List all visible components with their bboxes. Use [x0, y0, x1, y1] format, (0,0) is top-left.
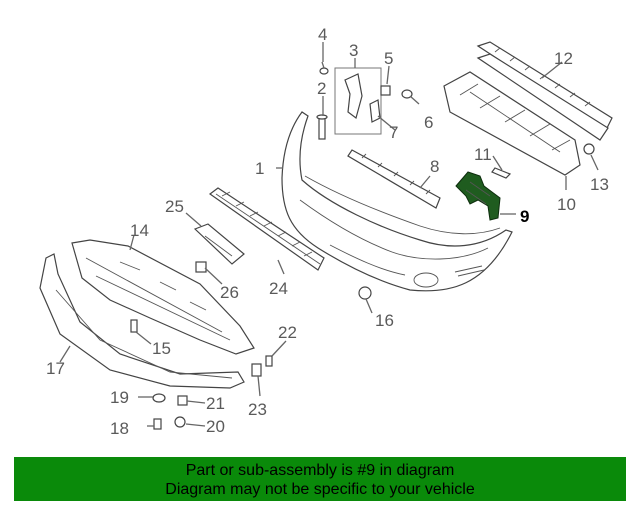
callout-7: 7: [389, 123, 398, 142]
part-25-license-bracket: [193, 223, 245, 265]
callout-13: 13: [590, 175, 609, 194]
part-23-nut: [251, 363, 262, 377]
part-22-screw: [265, 355, 273, 367]
part-14-air-deflector: [71, 239, 255, 355]
part-9-bracket-highlighted: [455, 171, 501, 221]
part-20-bolt: [174, 416, 186, 428]
banner-line-2: Diagram may not be specific to your vehi…: [165, 481, 475, 498]
exploded-parts-diagram: 1 2 3 4 5 6 7 8 9 10 11 12 13 14 15 16 1…: [39, 25, 613, 438]
callout-5: 5: [384, 49, 393, 68]
callout-10: 10: [557, 195, 576, 214]
callout-4: 4: [318, 25, 327, 44]
callout-9-highlighted: 9: [520, 207, 529, 226]
callout-21: 21: [206, 394, 225, 413]
part-13-nut: [583, 143, 595, 155]
leader-lines: [59, 42, 599, 427]
part-21-clip: [177, 395, 188, 406]
part-16-fog-cap: [358, 286, 372, 300]
part-8-bracket: [347, 149, 441, 209]
callout-15: 15: [152, 339, 171, 358]
part-19-clip: [152, 393, 166, 403]
callout-23: 23: [248, 400, 267, 419]
callout-1: 1: [255, 159, 264, 178]
callout-2: 2: [317, 79, 326, 98]
part-24-grille: [208, 187, 325, 271]
part-18-bolt: [153, 418, 162, 430]
part-3-bracket-group: [334, 67, 382, 135]
part-12-reinforcement-bar: [476, 41, 613, 141]
callout-12: 12: [554, 49, 573, 68]
part-6-pushpin: [401, 89, 420, 105]
callout-20: 20: [206, 417, 225, 436]
callout-8: 8: [430, 157, 439, 176]
callout-labels: 1 2 3 4 5 6 7 8 9 10 11 12 13 14 15 16 1…: [46, 25, 609, 438]
part-26-fastener: [195, 261, 207, 273]
callout-3: 3: [349, 41, 358, 60]
callout-11: 11: [474, 145, 492, 164]
part-4-bolt: [319, 61, 329, 75]
part-11-pushpin: [491, 167, 512, 179]
part-1-bumper-cover: [281, 111, 513, 292]
callout-26: 26: [220, 283, 239, 302]
callout-22: 22: [278, 323, 297, 342]
part-15-screw: [130, 319, 138, 333]
part-10-absorber: [443, 71, 581, 176]
part-17-lower-valance: [39, 253, 245, 389]
banner-line-1: Part or sub-assembly is #9 in diagram: [185, 462, 455, 479]
callout-14: 14: [130, 221, 149, 240]
callout-6: 6: [424, 113, 433, 132]
callout-24: 24: [269, 279, 288, 298]
info-banner: Part or sub-assembly is #9 in diagram Di…: [14, 457, 626, 501]
callout-17: 17: [46, 359, 65, 378]
part-2-bolt: [316, 114, 328, 140]
callout-18: 18: [110, 419, 129, 438]
callout-25: 25: [165, 197, 184, 216]
part-5-clip: [380, 85, 391, 96]
callout-19: 19: [110, 388, 129, 407]
callout-16: 16: [375, 311, 394, 330]
